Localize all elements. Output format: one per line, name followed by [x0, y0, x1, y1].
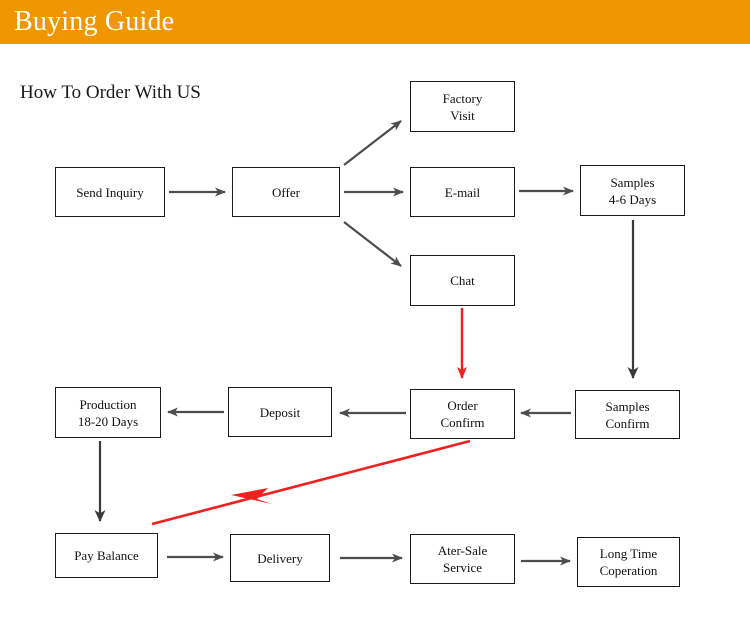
edge-offer-to-factory-visit — [343, 120, 402, 166]
flow-node-delivery: Delivery — [230, 534, 330, 582]
header-bar: Buying Guide — [0, 0, 750, 44]
section-heading: How To Order With US — [20, 82, 201, 103]
flow-node-pay-balance: Pay Balance — [55, 533, 158, 578]
flow-node-label: E-mail — [444, 184, 481, 200]
edge-offer-to-chat — [343, 221, 402, 267]
flow-node-send-inquiry: Send Inquiry — [55, 167, 165, 217]
edge-order-confirm-to-pay-balance — [151, 439, 471, 526]
page-title: Buying Guide — [14, 6, 175, 37]
flow-node-deposit: Deposit — [228, 387, 332, 437]
flow-node-label: Send Inquiry — [76, 184, 144, 200]
flow-node-label: Delivery — [257, 550, 303, 566]
flow-node-label: Deposit — [259, 404, 301, 420]
flow-node-offer: Offer — [232, 167, 340, 217]
flow-node-label: Offer — [272, 184, 300, 200]
flow-node-email: E-mail — [410, 167, 515, 217]
flow-node-label: Chat — [450, 273, 475, 288]
edge-order-confirm-to-pay-balance-arrowhead — [231, 488, 272, 504]
flow-node-chat: Chat — [410, 255, 515, 306]
flow-node-label: Pay Balance — [74, 548, 139, 563]
